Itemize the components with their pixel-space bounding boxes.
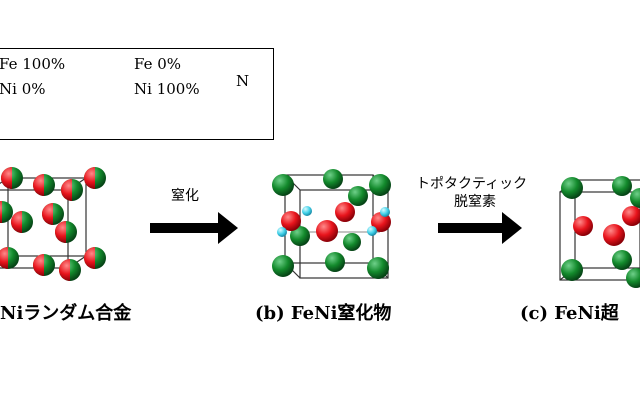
legend-box xyxy=(0,48,274,140)
caption-b: (b) FeNi窒化物 xyxy=(255,303,392,324)
structure-b-feni-nitride xyxy=(272,169,391,279)
legend-ni-zero: Ni 0% xyxy=(0,80,46,98)
legend-fe-full: Fe 100% xyxy=(0,55,66,73)
structure-c-feni-superlattice xyxy=(559,176,640,288)
caption-a: Niランダム合金 xyxy=(0,303,132,324)
legend-nitrogen: N xyxy=(236,72,250,90)
caption-c: (c) FeNi超 xyxy=(520,303,619,324)
legend-fe-zero: Fe 0% xyxy=(134,55,182,73)
label-topotactic-line2: 脱窒素 xyxy=(454,194,496,210)
label-nitriding: 窒化 xyxy=(171,188,199,204)
label-topotactic-line1: トポタクティック xyxy=(416,176,528,192)
mixed-atoms xyxy=(0,167,106,281)
structure-a-random-alloy xyxy=(0,167,106,281)
fe-atoms xyxy=(281,202,391,242)
nitrogen-atoms xyxy=(277,206,390,237)
fe-atoms-c xyxy=(573,206,640,246)
ni-atoms-c xyxy=(561,176,640,288)
ni-atoms xyxy=(272,169,391,279)
arrow-topotactic-denitriding xyxy=(438,212,522,244)
arrow-nitriding xyxy=(150,212,238,244)
legend-ni-full: Ni 100% xyxy=(134,80,200,98)
